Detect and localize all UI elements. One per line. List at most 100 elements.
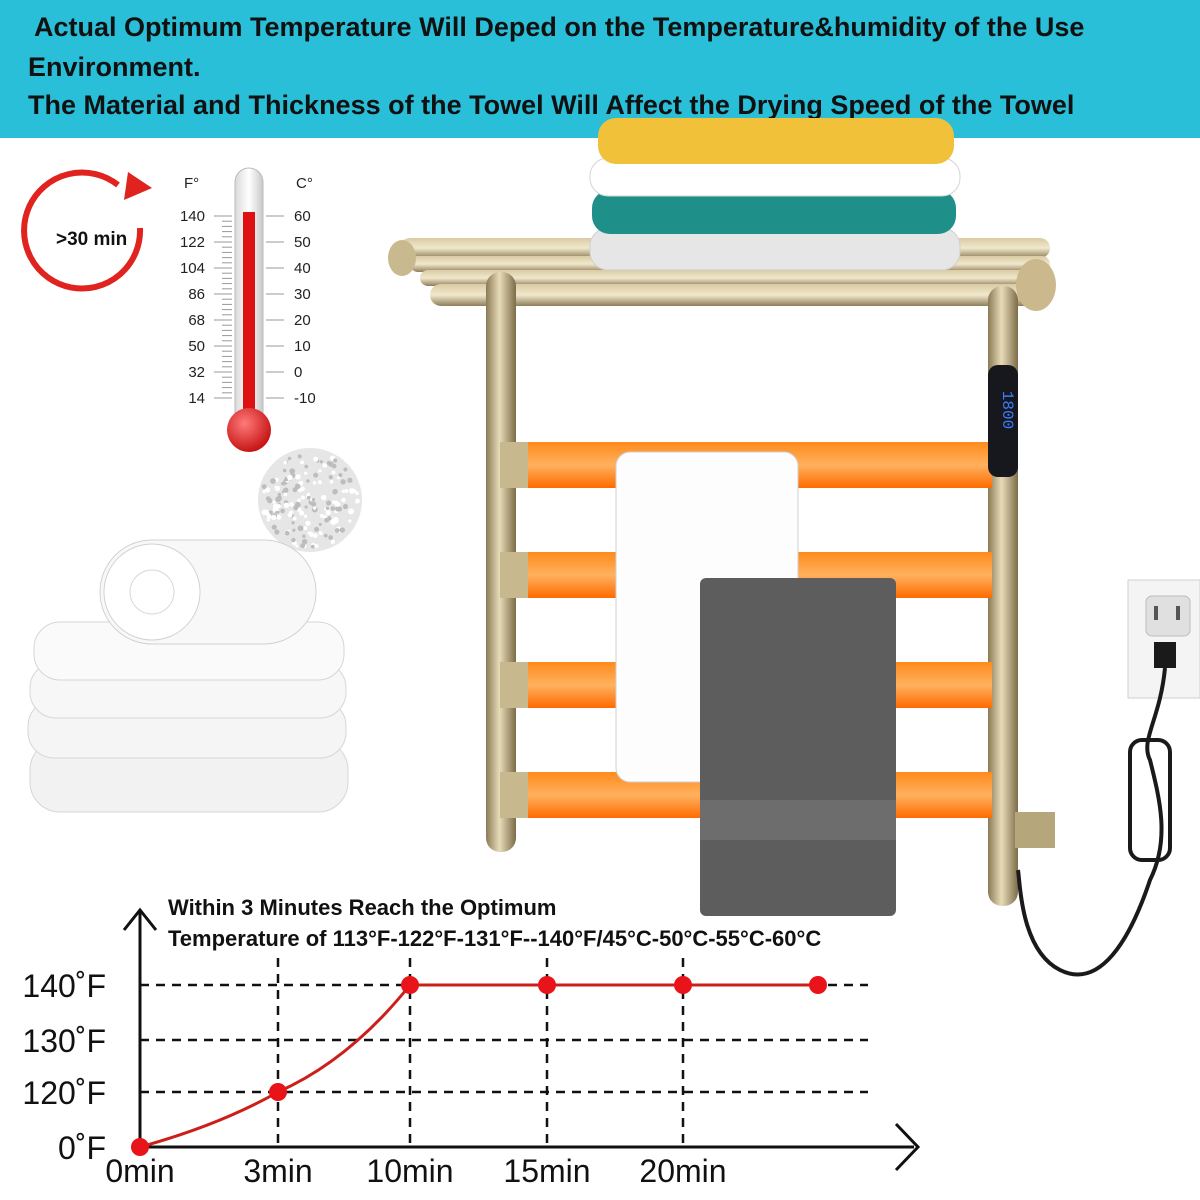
texture-dot <box>303 526 308 531</box>
control-panel <box>988 365 1018 477</box>
thermometer-mercury <box>243 212 255 422</box>
timer-badge: >30 min <box>21 169 152 292</box>
texture-dot <box>297 454 302 459</box>
texture-dot <box>277 492 282 497</box>
texture-dot <box>289 468 296 475</box>
texture-dot <box>274 529 280 535</box>
texture-dot <box>348 508 355 515</box>
circular-arrow-icon <box>21 169 144 292</box>
texture-dot <box>331 470 336 475</box>
texture-dot <box>319 513 324 518</box>
texture-dot <box>265 511 270 516</box>
celsius-unit: C° <box>296 175 313 192</box>
texture-dot <box>304 471 308 475</box>
celsius-tick-label: 50 <box>294 234 311 251</box>
texture-dot <box>336 476 341 480</box>
texture-dot <box>324 517 330 523</box>
arrow-head-icon <box>124 172 152 200</box>
texture-dot <box>322 463 328 468</box>
texture-dot <box>338 473 343 478</box>
texture-dot <box>341 489 345 493</box>
texture-dot <box>343 467 348 472</box>
texture-dot <box>265 496 271 502</box>
texture-dot <box>300 460 304 465</box>
texture-dot <box>342 504 348 510</box>
texture-dot <box>294 483 301 490</box>
texture-dot <box>306 479 310 483</box>
rack-display-digits: 1800 <box>998 391 1016 429</box>
texture-dot <box>352 489 357 493</box>
texture-dot <box>355 498 360 504</box>
chart-note-line-2: Temperature of 113°F-122°F-131°F--140°F/… <box>168 926 822 951</box>
texture-dot <box>312 506 317 510</box>
texture-dot <box>311 497 316 502</box>
texture-dot <box>264 487 271 493</box>
texture-dot <box>283 502 290 508</box>
texture-dot <box>306 492 311 497</box>
texture-dot <box>284 530 290 536</box>
celsius-tick-label: 60 <box>294 208 311 225</box>
texture-dot <box>329 479 334 484</box>
texture-dot <box>292 516 297 521</box>
texture-dot <box>318 469 322 473</box>
texture-dot <box>261 484 267 490</box>
texture-dot <box>330 539 336 544</box>
towel-teal <box>592 190 956 234</box>
texture-dot <box>291 537 296 543</box>
texture-dot <box>339 527 345 533</box>
texture-dot <box>291 521 295 525</box>
texture-dot <box>287 512 293 518</box>
texture-dot <box>271 524 277 530</box>
hanging-towel-grey <box>700 578 896 916</box>
celsius-tick-label: 30 <box>294 286 311 303</box>
texture-dot <box>292 528 296 532</box>
fahrenheit-tick-label: 140 <box>180 208 205 225</box>
texture-dot <box>301 538 308 545</box>
texture-dot <box>325 506 330 510</box>
texture-dot <box>297 498 301 503</box>
texture-dot <box>308 531 313 535</box>
texture-dot <box>317 480 322 485</box>
texture-dot <box>318 531 323 536</box>
texture-dot <box>304 505 308 509</box>
texture-dot <box>328 461 334 467</box>
texture-dot <box>295 474 301 480</box>
texture-dot <box>287 456 292 461</box>
wall-outlet <box>1016 579 1200 977</box>
texture-dot <box>335 506 340 511</box>
thermometer-bulb <box>227 408 271 452</box>
towel-rack: 1800 <box>388 118 1056 916</box>
texture-dot <box>333 458 338 463</box>
celsius-tick-label: -10 <box>294 390 316 407</box>
texture-dot <box>319 460 324 464</box>
texture-dot <box>334 528 340 533</box>
texture-dot <box>328 535 333 540</box>
texture-dot <box>276 514 282 520</box>
fahrenheit-tick-label: 14 <box>188 390 205 407</box>
texture-dot <box>272 500 276 504</box>
celsius-tick-label: 20 <box>294 312 311 329</box>
fahrenheit-tick-label: 122 <box>180 234 205 251</box>
fahrenheit-tick-label: 86 <box>188 286 205 303</box>
info-banner: Actual Optimum Temperature Will Deped on… <box>0 0 1200 138</box>
towel-grey <box>589 227 961 271</box>
banner-line-2: Environment. <box>28 52 201 82</box>
texture-dot <box>276 495 282 501</box>
texture-dot <box>262 490 266 494</box>
power-cord <box>1016 667 1167 977</box>
fahrenheit-tick-label: 32 <box>188 364 205 381</box>
texture-dot <box>326 500 332 506</box>
fahrenheit-tick-label: 104 <box>180 260 205 277</box>
texture-dot <box>318 522 322 526</box>
texture-dot <box>341 497 346 503</box>
texture-dot <box>305 520 311 526</box>
texture-dot <box>310 501 317 507</box>
texture-dot <box>344 489 349 494</box>
texture-dot <box>302 534 306 538</box>
texture-dot <box>313 472 319 478</box>
texture-dot <box>281 482 285 486</box>
texture-dot <box>282 468 287 473</box>
texture-dot <box>306 495 311 500</box>
celsius-tick-label: 10 <box>294 338 311 355</box>
